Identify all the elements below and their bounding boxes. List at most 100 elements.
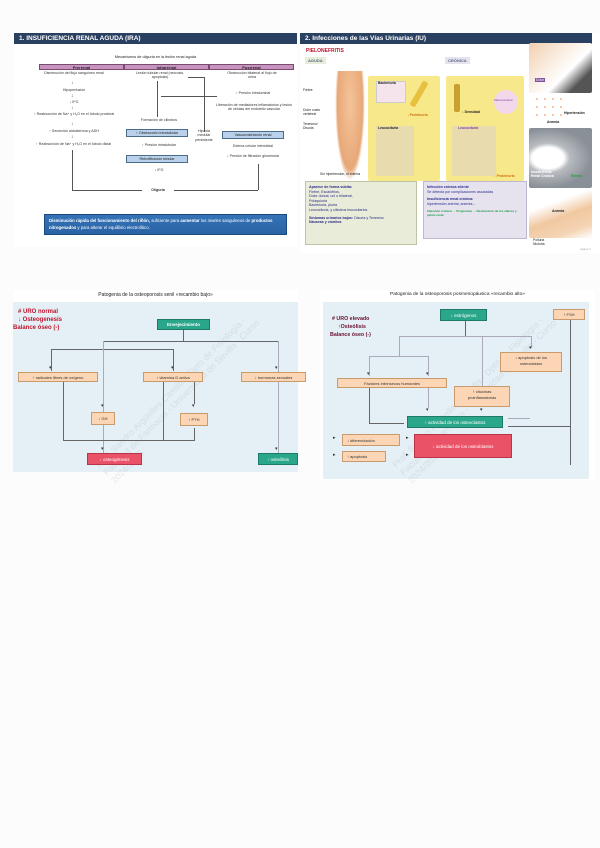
card-label: Leucocituria xyxy=(378,126,399,130)
slide-title: Patogenia de la osteoporosis posmenopáus… xyxy=(390,292,525,297)
slide-title: Patogenia de la osteoporosis senil «reca… xyxy=(98,292,213,298)
down-arrow-icon: ↓ xyxy=(71,105,74,111)
connector-line xyxy=(194,382,195,404)
arrow-head-icon: ▾ xyxy=(49,365,52,371)
urinometer-icon xyxy=(454,84,460,112)
back-pain-illustration xyxy=(529,43,592,93)
connector-line xyxy=(369,356,429,357)
slide-senile-osteoporosis: Patogenia de la osteoporosis senil «reca… xyxy=(13,290,306,485)
acute-label: AGUDA xyxy=(305,57,326,64)
body-label: Fiebre xyxy=(303,88,313,92)
osteogenesis-box: ↓ osteogénesis xyxy=(87,453,142,465)
summary-text: y para alterar el equilibrio electrolíti… xyxy=(76,225,150,230)
summary-text: los niveles sanguíneos de xyxy=(199,218,252,223)
slide-title: 1. INSUFICIENCIA RENAL AGUDA (IRA) xyxy=(14,33,297,44)
vasoconstriction-box: Vasoconstricción renal xyxy=(222,131,284,139)
figure-title: Mecanismos de oliguria en la lesión rena… xyxy=(114,55,197,59)
connector-line xyxy=(63,440,195,441)
connector-line xyxy=(183,330,184,341)
summary-box: Disminución rápida del funcionamiento de… xyxy=(44,214,287,235)
connector-line xyxy=(399,336,531,337)
connector-line xyxy=(570,320,571,465)
prerrenal-step: ↓ IFG xyxy=(69,100,79,104)
arrow-head-icon: ▾ xyxy=(101,446,104,452)
connector-line xyxy=(188,77,204,78)
pyelonephritis-title: PIELONEFRITIS xyxy=(306,48,344,54)
summary-text: aumentar xyxy=(180,218,200,223)
chronic-box-line: Se detecta por complicaciones asociadas xyxy=(427,189,494,194)
down-arrow-icon: ↓ xyxy=(71,134,74,140)
connector-line xyxy=(465,321,466,336)
blood-cells-illustration xyxy=(533,95,563,117)
connector-line xyxy=(399,336,400,356)
posrrenal-step: Liberación de mediadores inflamatorios y… xyxy=(216,103,292,112)
card-label: Bacteriuria xyxy=(378,81,396,85)
connector-line xyxy=(508,426,570,427)
osteoblast-activity-box: ↓ actividad de los osteoblastos xyxy=(414,434,512,458)
acute-box-line: Bacteriuria, piuria xyxy=(309,203,337,208)
arrow-head-icon: ▾ xyxy=(171,365,174,371)
vitamin-d-box: ↓ vitamina D activa xyxy=(143,372,203,382)
prerrenal-step: Hipoperfusión xyxy=(62,88,86,92)
acute-box-footer-label: Síntomas urinarios bajos: xyxy=(309,215,354,220)
acute-box-footer: Síntomas urinarios bajos: Disuria y Tene… xyxy=(309,216,413,221)
column-prerrenal: Prerrenal xyxy=(39,64,124,70)
chronic-box-heading: Insuficiencia renal crónica: xyxy=(427,197,474,202)
apoptosis-box: ↓ apoptosis de los osteoclastos xyxy=(500,352,562,372)
summary-text: suficiente para xyxy=(150,218,181,223)
bacteriuria-sample xyxy=(376,81,406,103)
right-label: Poliuria Nicturia xyxy=(533,238,545,246)
humoral-factors-box: Factores intrínsecos humorales xyxy=(337,378,447,388)
column-intrarrenal: Intrarrenal xyxy=(124,64,209,70)
connector-line xyxy=(163,382,164,440)
down-arrow-icon: ↓ xyxy=(71,121,74,127)
apoptosis2-box: ↑ apoptosis xyxy=(342,451,386,462)
slide-urinary-infections: 2. Infecciones de las Vías Urinarias (IU… xyxy=(300,33,600,253)
obstruction-box: ↑ Obstrucción intratubular xyxy=(126,129,188,137)
acute-box-line: Fiebre, Escalofríos, xyxy=(309,189,340,194)
summary-text: Disminución rápida del funcionamiento de… xyxy=(49,218,150,223)
body-label: Dolor costo vertebral xyxy=(303,108,321,116)
note: # URO normal xyxy=(18,309,59,315)
connector-line xyxy=(161,96,217,97)
connector-line xyxy=(508,418,530,419)
sex-hormones-box: ↓ hormonas sexuales xyxy=(241,372,306,382)
arrow-head-icon: ▸ xyxy=(333,452,336,458)
right-label: Edema xyxy=(571,174,583,178)
connector-line xyxy=(173,349,174,371)
note: Balance óseo (-) xyxy=(330,332,371,338)
prerrenal-step: ↑ Reabsorción de Na⁺ y H₂O en el túbulo … xyxy=(35,142,111,146)
posrrenal-step: ↓ Presión de filtración glomerular xyxy=(226,154,280,158)
chronic-label: CRÓNICA xyxy=(445,57,470,64)
arrow-head-icon: ▸ xyxy=(333,435,336,441)
acute-lab-card: Bacteriuria ↓Proteinuria Leucocituria xyxy=(368,76,440,181)
acute-box-footer-text: Disuria y Tenesmo xyxy=(353,215,384,220)
arrow-head-icon: ▾ xyxy=(275,446,278,452)
connector-line xyxy=(258,164,259,190)
acute-box-footer2: Náuseas y vómitos xyxy=(309,220,342,225)
arm-illustration xyxy=(529,190,592,238)
connector-line xyxy=(51,349,174,350)
connector-line xyxy=(174,190,258,191)
leukocyte-sample xyxy=(376,126,414,176)
acute-symptoms-box: Aparece de forma súbita: Fiebre, Escalof… xyxy=(305,181,417,245)
arrow-head-icon: ▸ xyxy=(406,435,409,441)
prerrenal-step: ↑ Reabsorción de Na⁺ y H₂O en el túbulo … xyxy=(33,112,115,116)
summary-text: productos nitrogenados xyxy=(49,218,273,230)
intrarrenal-step: Formación de cilindros xyxy=(140,118,178,122)
connector-line xyxy=(369,356,370,376)
connector-line xyxy=(369,388,370,423)
note: Balance óseo (-) xyxy=(13,325,60,331)
aging-box: Envejecimiento xyxy=(157,319,210,330)
note: ↑Osteólisis xyxy=(338,324,366,330)
diagram-area xyxy=(13,302,298,472)
arrow-head-icon: ▸ xyxy=(406,452,409,458)
estrogen-box: ↓ estrógenos xyxy=(440,309,487,321)
right-label: Hipertensión xyxy=(564,111,585,115)
chronic-box-heading: Infección crónica silente xyxy=(427,185,469,189)
column-posrrenal: Posrrenal xyxy=(209,64,294,70)
chronic-symptoms-box: Infección crónica silente Se detecta por… xyxy=(423,181,527,239)
prerrenal-step: Disminución del flujo sanguíneo renal xyxy=(44,71,104,75)
arrow-head-icon: ▾ xyxy=(192,403,195,409)
leukocyte-sample xyxy=(452,126,496,176)
